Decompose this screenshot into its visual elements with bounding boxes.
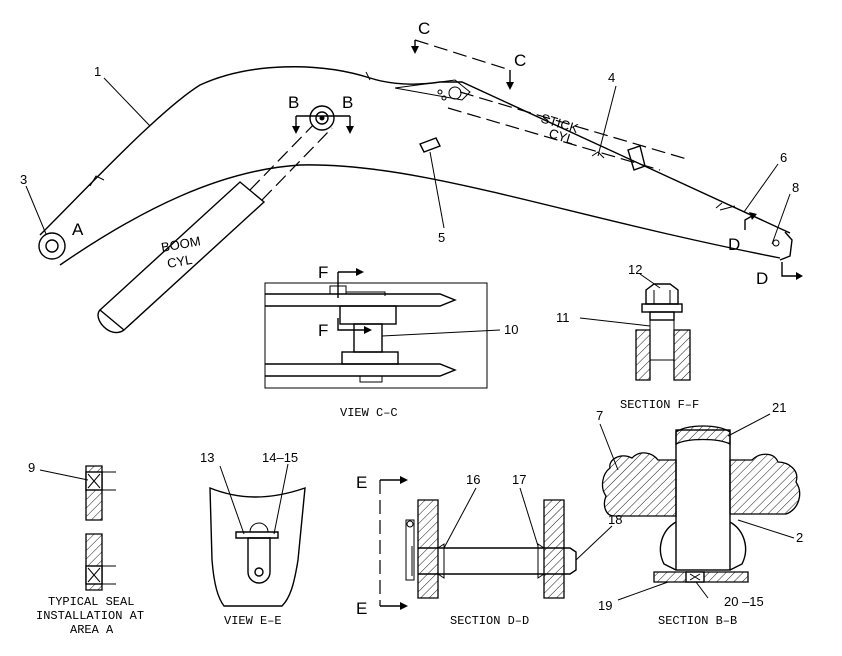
caption-section-bb: SECTION B–B — [658, 614, 737, 628]
callout-4: 4 — [608, 70, 615, 85]
section-bb: 7 21 2 19 20 –15 SECTION B–B — [596, 400, 803, 628]
label-e-bottom: E — [356, 599, 367, 618]
boom-cyl-label-2: CYL — [166, 252, 194, 271]
callout-10: 10 — [504, 322, 518, 337]
callout-14-15: 14–15 — [262, 450, 298, 465]
label-b-left: B — [288, 93, 299, 112]
section-ff: 11 12 SECTION F–F — [556, 262, 699, 412]
boom-cylinder — [97, 105, 335, 334]
label-b-right: B — [342, 93, 353, 112]
callout-1: 1 — [94, 64, 101, 79]
label-c-right: C — [514, 51, 526, 70]
callout-2: 2 — [796, 530, 803, 545]
label-c-top: C — [418, 19, 430, 38]
boom-main-view — [38, 66, 793, 334]
caption-view-ee: VIEW E–E — [224, 614, 282, 628]
callout-7: 7 — [596, 408, 603, 423]
caption-seal-2: INSTALLATION AT — [36, 609, 144, 623]
view-ee: 13 14–15 VIEW E–E — [200, 450, 306, 628]
label-f-bottom: F — [318, 321, 328, 340]
callout-13: 13 — [200, 450, 214, 465]
callout-19: 19 — [598, 598, 612, 613]
caption-seal-3: AREA A — [70, 623, 114, 637]
caption-section-ff: SECTION F–F — [620, 398, 699, 412]
callout-6: 6 — [780, 150, 787, 165]
callout-17: 17 — [512, 472, 526, 487]
callout-11: 11 — [556, 310, 570, 325]
stick-cyl-label-2: CYL — [547, 126, 576, 148]
callout-9: 9 — [28, 460, 35, 475]
typical-seal-view: 9 TYPICAL SEAL INSTALLATION AT AREA A — [28, 460, 144, 637]
callout-8: 8 — [792, 180, 799, 195]
section-cc-cut: C C — [411, 19, 526, 90]
callout-3: 3 — [20, 172, 27, 187]
callout-16: 16 — [466, 472, 480, 487]
callout-20-15: 20 –15 — [724, 594, 764, 609]
section-dd: E E 16 17 18 SECTION D–D — [356, 472, 622, 628]
section-bb-cut: B B — [288, 93, 354, 134]
label-e-top: E — [356, 473, 367, 492]
caption-seal-1: TYPICAL SEAL — [48, 595, 134, 609]
view-cc: F F 10 VIEW C–C — [264, 263, 518, 420]
section-dd-cut: D D — [728, 212, 803, 288]
caption-view-cc: VIEW C–C — [340, 406, 398, 420]
stick-cylinder — [447, 91, 691, 171]
boom-cyl-label-1: BOOM — [160, 233, 202, 255]
callout-12: 12 — [628, 262, 642, 277]
callout-5: 5 — [438, 230, 445, 245]
main-view-callouts: 1 3 4 5 6 8 — [20, 64, 799, 245]
callout-21: 21 — [772, 400, 786, 415]
label-area-a: A — [72, 220, 84, 239]
label-f-top: F — [318, 263, 328, 282]
label-d-upper: D — [728, 235, 740, 254]
caption-section-dd: SECTION D–D — [450, 614, 529, 628]
label-d-lower: D — [756, 269, 768, 288]
